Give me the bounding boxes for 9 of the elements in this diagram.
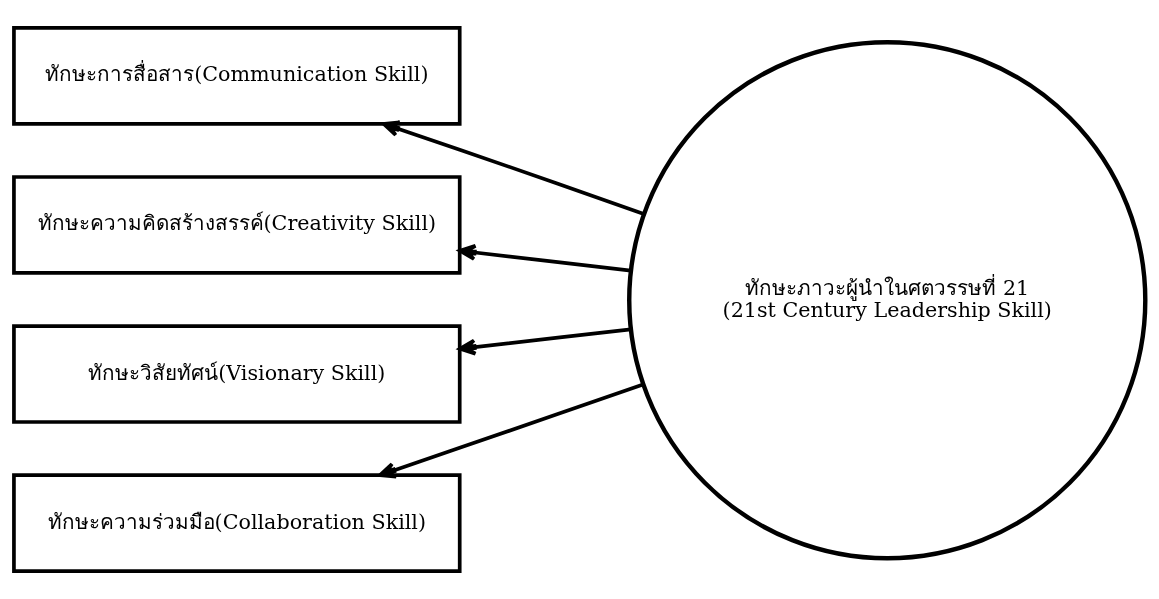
node-box: ทักษะวิสัยทัศน์(Visionary Skill): [12, 324, 462, 424]
node-box: ทักษะความร่วมมือ(Collaboration Skill): [12, 473, 462, 573]
node-box: ทักษะความคิดสร้างสรรค์(Creativity Skill): [12, 175, 462, 275]
arrow: [458, 244, 632, 273]
arrow: [381, 120, 645, 216]
arrow: [378, 382, 644, 479]
arrow: [458, 327, 632, 356]
node-box: ทักษะการสื่อสาร(Communication Skill): [12, 26, 462, 126]
node-circle: ทักษะภาวะผู้นำในศตวรรษที่ 21 (21st Century Leadership Skill): [627, 40, 1148, 561]
